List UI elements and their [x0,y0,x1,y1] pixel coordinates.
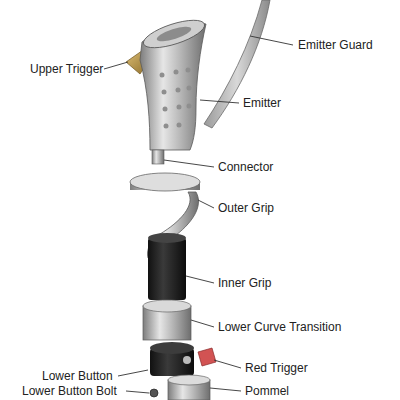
emitter-face [140,15,207,54]
emitter-dimples [160,68,192,129]
pommel-top [168,375,210,385]
part-label: Outer Grip [218,201,274,215]
lower-button-hole [183,356,191,364]
part-label: Lower Curve Transition [218,320,341,334]
part-label: Emitter Guard [298,38,373,52]
inner-grip [148,238,186,300]
outer-grip-top [130,173,200,191]
part-label: Upper Trigger [30,62,103,76]
part-label: Red Trigger [245,361,308,375]
transition-top [143,300,191,312]
lower-button-top [150,342,194,354]
connector [152,150,164,164]
part-label: Pommel [245,384,289,398]
leader-lines [104,36,293,393]
part-label: Inner Grip [218,276,271,290]
part-label: Connector [218,160,273,174]
red-trigger [198,348,216,366]
emitter-bore [155,24,192,45]
part-label: Emitter [243,96,281,110]
part-label: Lower Button [42,369,113,383]
part-label: Lower Button Bolt [22,384,117,398]
inner-grip-top [148,233,186,243]
lower-button-bolt [150,389,158,397]
